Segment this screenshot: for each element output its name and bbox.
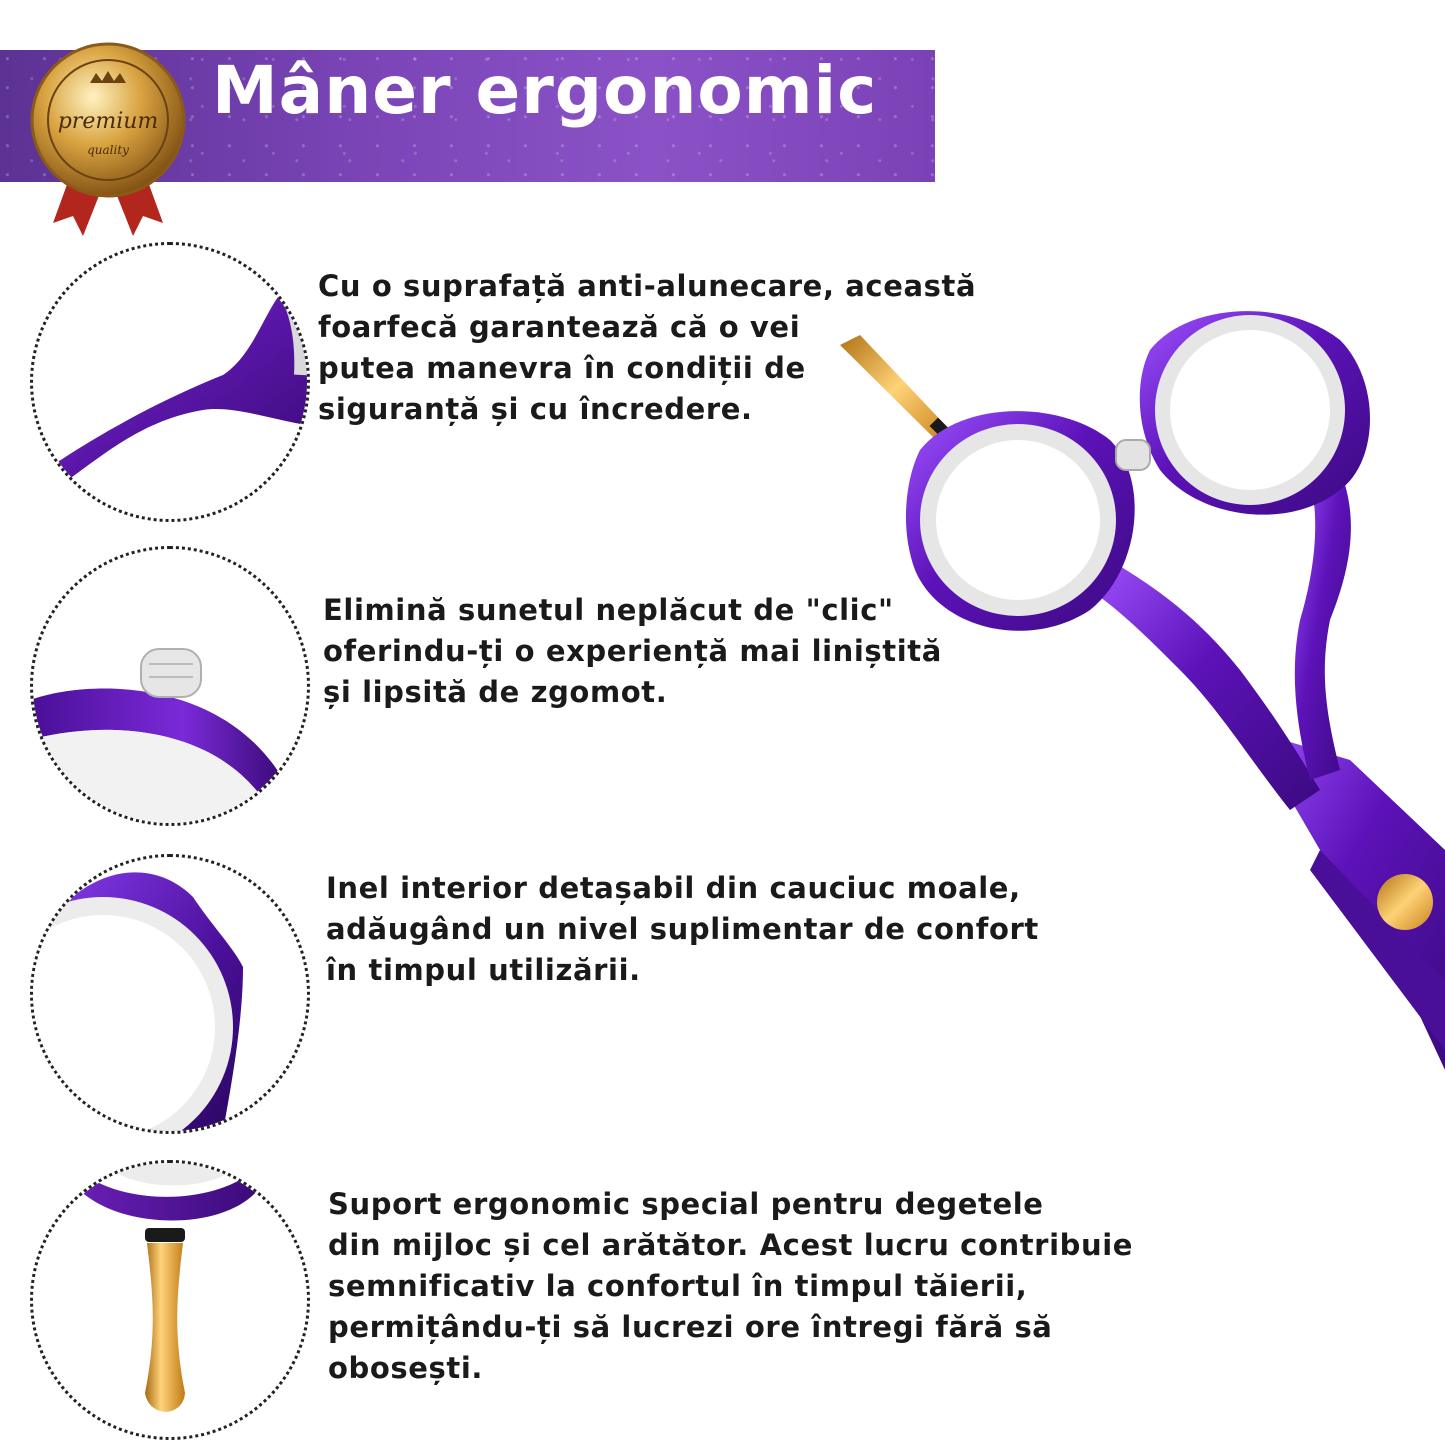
feature-1-text: Cu o suprafață anti-alunecare, această f… (318, 269, 977, 426)
purple-hair-scissors-icon (840, 311, 1445, 1070)
silencer-bumper-icon (33, 648, 283, 823)
svg-text:quality: quality (87, 143, 129, 157)
feature-3-text: Inel interior detașabil din cauciuc moal… (326, 871, 1039, 987)
feature-4-circle (30, 1160, 310, 1440)
feature-4-text: Suport ergonomic special pentru degetele… (328, 1187, 1134, 1385)
feature-2-circle (30, 546, 310, 826)
feature-2-text: Elimină sunetul neplăcut de "clic" oferi… (323, 593, 942, 709)
page-title: Mâner ergonomic (212, 52, 878, 129)
premium-quality-seal-icon: premium quality (30, 42, 186, 236)
scissor-handle-tang-icon (53, 285, 307, 480)
feature-1-circle (30, 242, 310, 522)
finger-rest-icon (73, 1163, 263, 1412)
rubber-ring-insert-icon (33, 872, 243, 1131)
feature-3-circle (30, 854, 310, 1134)
svg-text:premium: premium (58, 109, 159, 134)
